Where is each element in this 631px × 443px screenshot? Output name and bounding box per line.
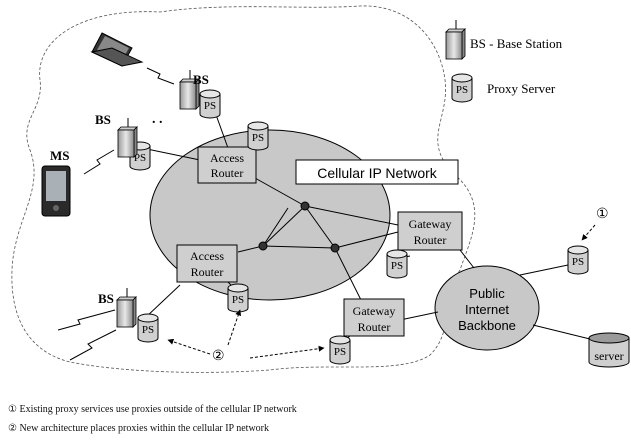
- base-station-bottom: [116, 287, 137, 328]
- access-router-top: Access Router: [197, 146, 257, 184]
- continuation-dots: . .: [152, 112, 163, 127]
- proxy-server-internet: PS: [567, 245, 589, 275]
- svg-text:PS: PS: [572, 256, 584, 268]
- access-router-bottom: Access Router: [176, 244, 238, 283]
- proxy-server-gateway-right: PS: [386, 249, 408, 279]
- svg-text:Router: Router: [414, 233, 447, 247]
- svg-text:PS: PS: [142, 324, 154, 336]
- svg-text:Router: Router: [211, 166, 244, 180]
- proxy-server-access-top: PS: [247, 121, 269, 151]
- proxy-server-gateway-bottom: PS: [329, 335, 351, 365]
- marker-1: ①: [596, 207, 609, 222]
- note-new-architecture: ② New architecture places proxies within…: [8, 423, 270, 434]
- svg-text:server: server: [594, 349, 623, 363]
- gateway-router-right: Gateway Router: [397, 211, 463, 251]
- svg-text:PS: PS: [252, 132, 264, 144]
- internet-backbone-cloud: [434, 265, 540, 351]
- internet-label: Public Internet Backbone: [458, 286, 516, 333]
- svg-text:PS: PS: [204, 100, 216, 112]
- ms-label: MS: [50, 148, 70, 163]
- svg-text:Cellular IP Network: Cellular IP Network: [317, 165, 438, 181]
- bs-label-bottom: BS: [98, 291, 114, 306]
- server-database: server: [588, 332, 630, 368]
- legend: BS - Base Station PS Proxy Server: [451, 36, 563, 103]
- coverage-boundary: [11, 5, 476, 373]
- proxy-server-bs-left: PS: [129, 141, 151, 171]
- svg-text:Internet: Internet: [465, 302, 509, 317]
- base-station-legend: [445, 19, 466, 60]
- proxy-server-bs-bottom: PS: [137, 313, 159, 343]
- wireless-links: [57, 67, 175, 361]
- bs-label-top: BS: [193, 72, 209, 87]
- svg-text:Access: Access: [210, 151, 244, 165]
- svg-text:PS: PS: [456, 84, 468, 96]
- svg-text:Router: Router: [191, 265, 224, 279]
- svg-text:PS: PS: [232, 294, 244, 306]
- bs-label-left: BS: [95, 112, 111, 127]
- mesh-node: [300, 201, 310, 211]
- note-existing-proxy: ① Existing proxy services use proxies ou…: [8, 404, 297, 415]
- gateway-router-bottom: Gateway Router: [343, 298, 405, 337]
- svg-text:Gateway: Gateway: [353, 304, 396, 318]
- svg-text:Backbone: Backbone: [458, 318, 516, 333]
- base-station-left: [117, 117, 138, 158]
- legend-base-station: BS - Base Station: [470, 36, 563, 51]
- svg-text:Router: Router: [358, 320, 391, 334]
- mesh-node: [330, 243, 340, 253]
- legend-proxy-cylinder: PS: [451, 73, 473, 103]
- marker-2: ②: [212, 349, 225, 364]
- svg-text:PS: PS: [334, 346, 346, 358]
- legend-proxy-server: Proxy Server: [487, 81, 556, 96]
- dashed-arrows: [167, 224, 596, 359]
- mesh-node: [258, 241, 268, 251]
- laptop-icon: [90, 32, 144, 67]
- proxy-server-access-bottom: PS: [227, 283, 249, 313]
- svg-text:PS: PS: [391, 260, 403, 272]
- svg-text:PS: PS: [134, 152, 146, 164]
- svg-text:Access: Access: [190, 249, 224, 263]
- svg-text:Gateway: Gateway: [409, 217, 452, 231]
- pda-icon: [41, 165, 71, 217]
- proxy-server-bs-top: PS: [199, 89, 221, 119]
- svg-text:Public: Public: [469, 286, 505, 301]
- cellular-network-label: Cellular IP Network: [295, 159, 459, 185]
